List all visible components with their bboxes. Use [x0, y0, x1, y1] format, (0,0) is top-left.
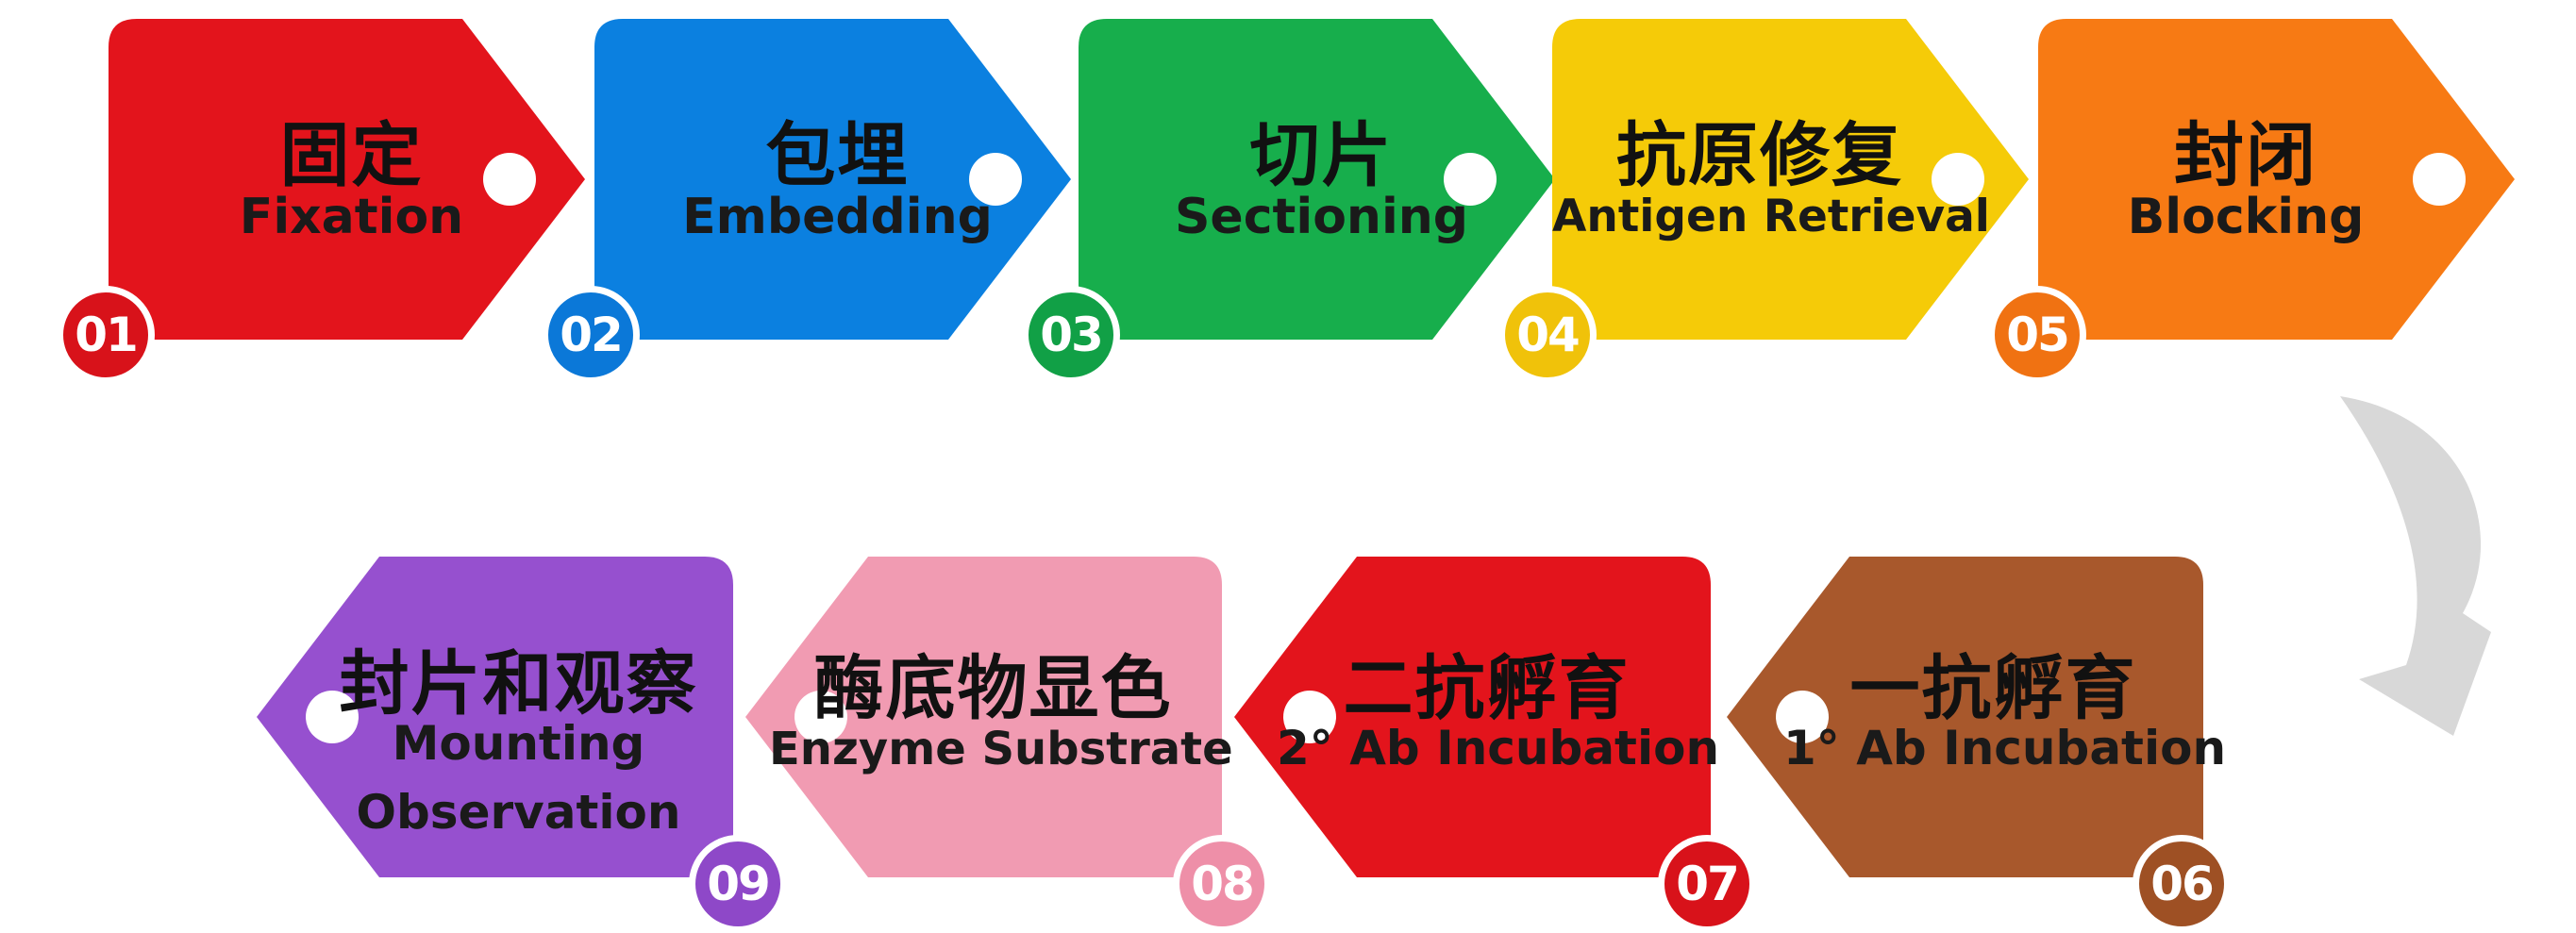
step-title-zh: 封闭: [2174, 115, 2317, 196]
tag-hole: [483, 153, 536, 206]
tag-hole: [1932, 153, 1984, 206]
tag-shape: [1234, 557, 1711, 877]
step-06-primary-ab-incubation: 一抗孵育 1° Ab Incubation: [1717, 557, 2227, 877]
step-title-zh: 酶底物显色: [813, 648, 1173, 729]
step-title-en: Enzyme Substrate: [769, 723, 1233, 775]
tag-shape: [745, 557, 1222, 877]
step-05-blocking: 封闭 Blocking: [2038, 19, 2524, 340]
tag-shape: [1727, 557, 2203, 877]
step-title-en: Antigen Retrieval: [1552, 191, 1990, 242]
tag-hole: [1444, 153, 1497, 206]
step-title-zh: 抗原修复: [1616, 115, 1903, 196]
step-number-badge: 04: [1498, 286, 1597, 384]
tag-shape: [257, 557, 733, 877]
tag-hole: [1776, 691, 1829, 743]
step-07-secondary-ab-incubation: 二抗孵育 2° Ab Incubation: [1225, 557, 1720, 877]
step-title-zh: 固定: [279, 115, 424, 196]
tag-body: [745, 557, 1222, 877]
step-title-zh: 二抗孵育: [1343, 648, 1631, 729]
tag-hole: [795, 691, 847, 743]
step-title-zh: 封片和观察: [339, 643, 698, 725]
step-number-badge: 03: [1022, 286, 1120, 384]
step-number-badge: 01: [57, 286, 155, 384]
tag-body: [1234, 557, 1711, 877]
step-title-en-line2: Observation: [356, 785, 681, 840]
tag-hole: [2413, 153, 2466, 206]
tag-shape: [1552, 19, 2029, 340]
step-number-badge: 06: [2133, 835, 2231, 933]
step-title-en: Fixation: [239, 189, 464, 245]
step-08-enzyme-substrate: 酶底物显色 Enzyme Substrate: [736, 557, 1233, 877]
step-number-badge: 09: [689, 835, 787, 933]
tag-body: [257, 557, 733, 877]
tag-hole: [969, 153, 1022, 206]
tag-shape: [109, 19, 585, 340]
tag-shape: [1079, 19, 1555, 340]
tag-body: [1079, 19, 1555, 340]
tag-body: [1727, 557, 2203, 877]
tag-shape: [594, 19, 1071, 340]
step-title-en-line1: Mounting: [392, 716, 645, 771]
step-01-fixation: 固定 Fixation: [109, 19, 594, 340]
curved-arrow-icon: [2340, 396, 2491, 736]
step-number-badge: 05: [1988, 286, 2086, 384]
step-number-badge: 02: [542, 286, 640, 384]
tag-body: [2038, 19, 2515, 340]
step-number-badge: 07: [1658, 835, 1756, 933]
step-title-en: 2° Ab Incubation: [1277, 721, 1720, 775]
step-title-en: Sectioning: [1174, 189, 1469, 245]
step-09-mounting-observation: 封片和观察 Mounting Observation: [247, 557, 733, 877]
step-title-zh: 一抗孵育: [1849, 648, 2137, 729]
step-title-en: 1° Ab Incubation: [1783, 721, 2227, 775]
tag-hole: [306, 691, 359, 743]
step-04-antigen-retrieval: 抗原修复 Antigen Retrieval: [1552, 19, 2038, 340]
tag-body: [109, 19, 585, 340]
step-02-embedding: 包埋 Embedding: [594, 19, 1080, 340]
tag-body: [594, 19, 1071, 340]
step-title-zh: 包埋: [765, 115, 910, 196]
step-title-zh: 切片: [1249, 115, 1394, 196]
tag-body: [1552, 19, 2029, 340]
step-title-en: Embedding: [682, 189, 993, 245]
step-number-badge: 08: [1173, 835, 1271, 933]
step-03-sectioning: 切片 Sectioning: [1079, 19, 1564, 340]
tag-shape: [2038, 19, 2515, 340]
tag-hole: [1283, 691, 1336, 743]
step-title-en: Blocking: [2127, 189, 2365, 245]
